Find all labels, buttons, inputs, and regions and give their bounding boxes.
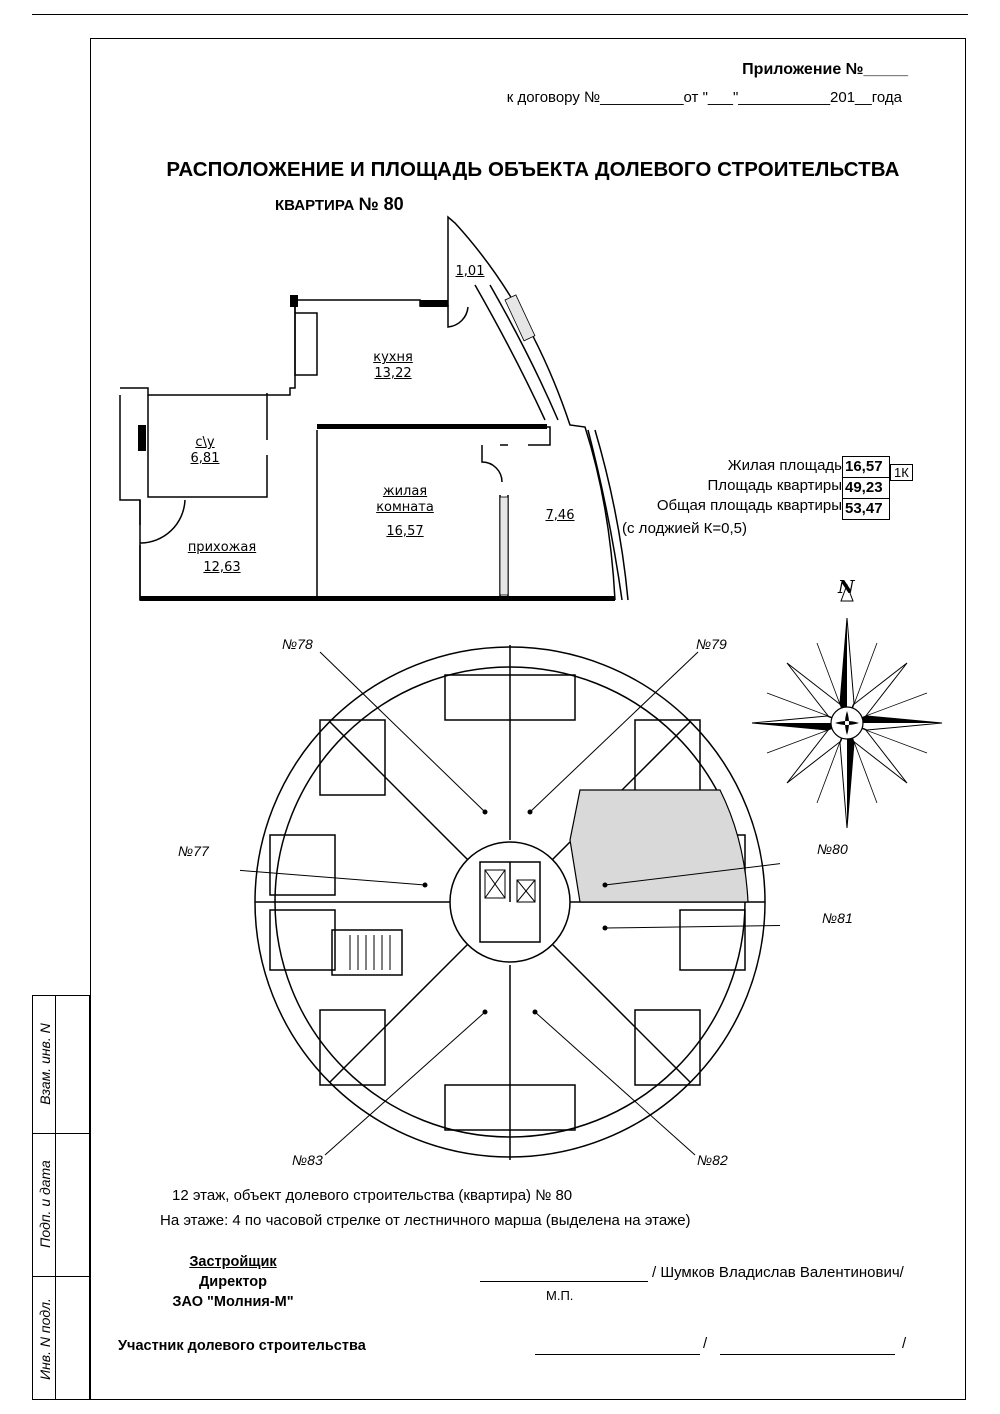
room-living: жилая комната 16,57 <box>376 484 434 539</box>
loggia-coefficient-note: (с лоджией К=0,5) <box>622 520 747 537</box>
apartment-label-77: №77 <box>178 843 209 859</box>
developer-company: ЗАО "Молния-М" <box>172 1294 294 1310</box>
floor-plan <box>240 645 780 1160</box>
developer-signature-line[interactable] <box>480 1281 648 1282</box>
stamp-field-inv: Инв. N подл. <box>37 1298 53 1380</box>
apartment-label-83: №83 <box>292 1152 323 1168</box>
participant-signature-line[interactable] <box>535 1354 700 1355</box>
living-area-value: 16,57 <box>842 456 890 478</box>
page-frame <box>90 38 966 1400</box>
room-vestibule: 1,01 <box>455 264 485 279</box>
page-title: РАСПОЛОЖЕНИЕ И ПЛОЩАДЬ ОБЪЕКТА ДОЛЕВОГО … <box>166 158 900 181</box>
rooms-count-badge: 1К <box>890 464 913 481</box>
stamp-field-sign-date: Подп. и дата <box>37 1160 53 1248</box>
side-stamp: Взам. инв. N Подп. и дата Инв. N подл. <box>32 995 90 1400</box>
contract-line: к договору №__________от "___"__________… <box>506 89 902 106</box>
floor-info: 12 этаж, объект долевого строительства (… <box>172 1187 573 1204</box>
participant-slash-2: / <box>902 1335 907 1352</box>
room-kitchen: кухня 13,22 <box>373 350 413 381</box>
developer-signatory-name: / Шумков Владислав Валентинович/ <box>652 1264 904 1281</box>
area-labels: Жилая площадь Площадь квартиры Общая пло… <box>656 457 842 514</box>
total-area-value: 53,47 <box>842 498 890 520</box>
developer-position: Директор <box>198 1274 268 1290</box>
participant-slash-1: / <box>703 1335 708 1352</box>
apartment-label-78: №78 <box>282 636 313 652</box>
apartment-label-79: №79 <box>696 636 727 652</box>
participant-label: Участник долевого строительства <box>118 1338 366 1354</box>
room-loggia: 7,46 <box>545 508 575 523</box>
developer-block: Застройщик Директор ЗАО "Молния-М" <box>160 1252 306 1312</box>
floor-position-info: На этаже: 4 по часовой стрелке от лестни… <box>160 1212 691 1229</box>
apartment-plan <box>119 215 629 601</box>
appendix-number: Приложение №_____ <box>742 61 908 78</box>
area-values: 16,57 49,23 53,47 <box>842 456 890 520</box>
apartment-area-value: 49,23 <box>842 477 890 499</box>
stamp-place: М.П. <box>546 1288 574 1303</box>
apartment-heading: КВАРТИРА № 80 <box>275 194 404 215</box>
top-rule <box>32 14 968 15</box>
participant-name-line[interactable] <box>720 1354 895 1355</box>
stamp-field-replace: Взам. инв. N <box>37 1023 53 1105</box>
compass-rose: N <box>751 577 943 829</box>
compass-north-label: N <box>837 577 856 598</box>
apartment-label: КВАРТИРА <box>275 197 355 214</box>
room-bathroom: с\у 6,81 <box>190 435 220 466</box>
apartment-label-82: №82 <box>697 1152 728 1168</box>
apartment-label-80: №80 <box>817 841 848 857</box>
room-hallway: прихожая 12,63 <box>187 540 257 575</box>
developer-heading: Застройщик <box>189 1254 277 1270</box>
apartment-label-81: №81 <box>822 910 853 926</box>
apartment-number: № 80 <box>358 194 404 214</box>
